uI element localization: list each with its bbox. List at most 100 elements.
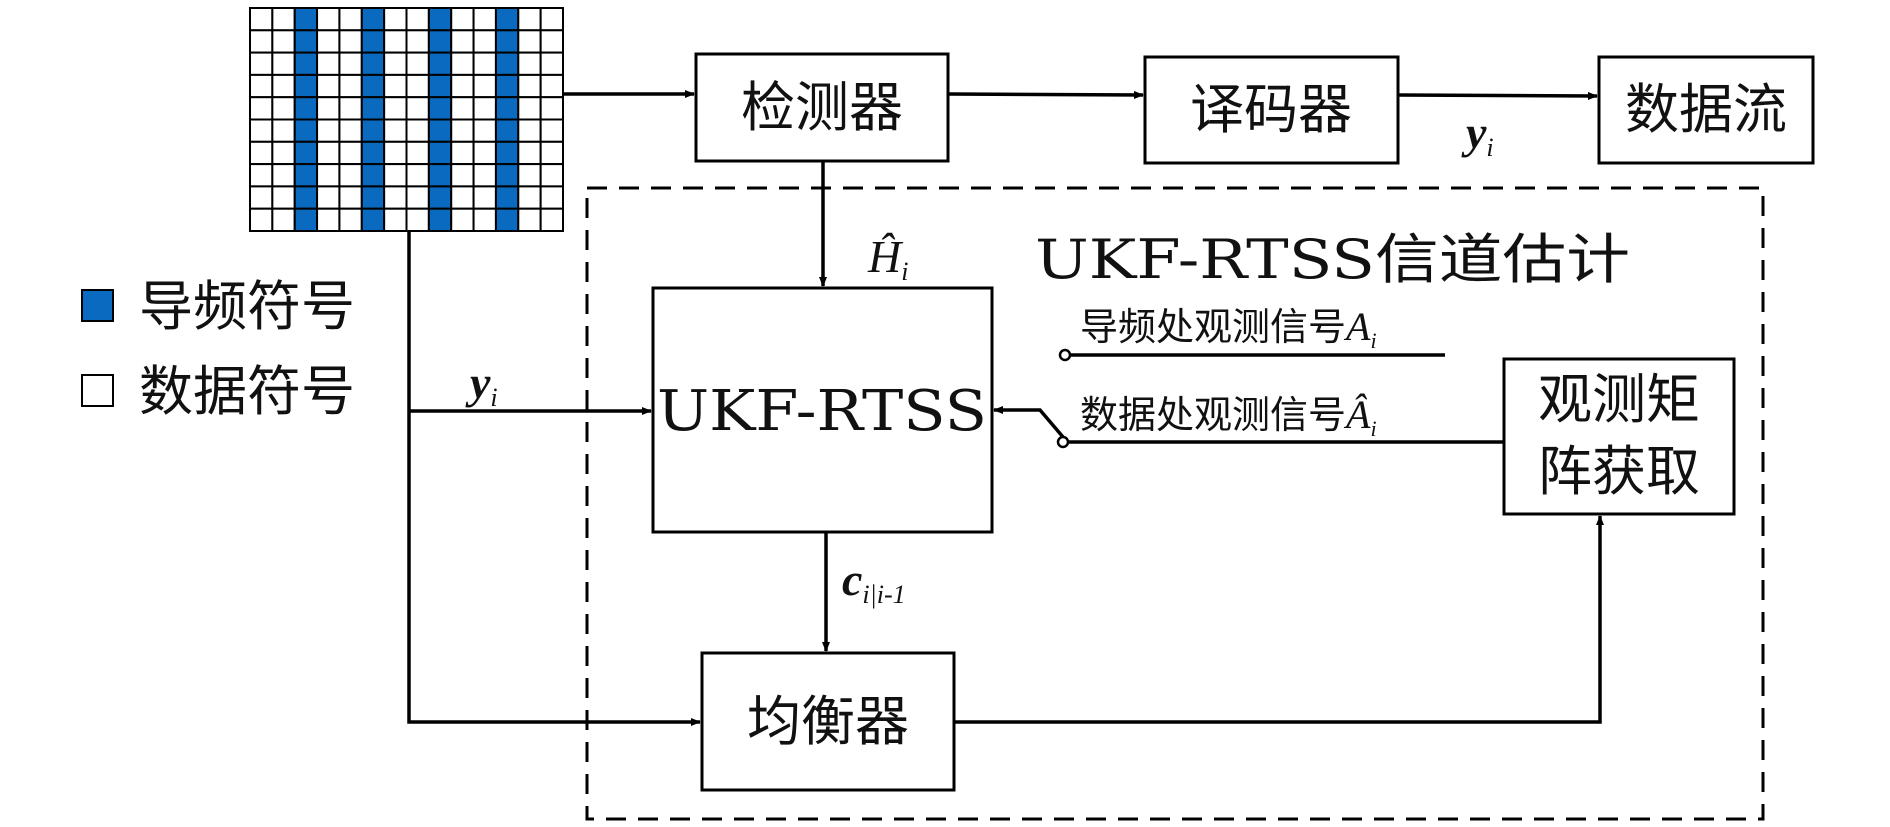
pilot-symbol-cell — [494, 96, 520, 121]
data-symbol-cell — [383, 29, 408, 54]
data-symbol-cell — [472, 140, 497, 166]
obs-matrix-box — [1502, 357, 1736, 516]
legend-data-swatch — [81, 374, 114, 407]
data-symbol-cell — [338, 118, 363, 143]
pilot-symbol-cell — [427, 207, 453, 232]
data-symbol-cell — [316, 207, 341, 232]
h-hat-label: Ĥi — [867, 231, 908, 286]
data-symbol-cell — [383, 96, 408, 121]
data-stream-label: 数据流 — [1625, 78, 1787, 141]
pilot-symbol-cell — [360, 51, 386, 76]
data-symbol-cell — [517, 118, 542, 143]
obs-matrix-label-2: 阵获取 — [1538, 440, 1700, 503]
data-stream-box — [1597, 55, 1815, 165]
pilot-symbol-cell — [360, 7, 386, 32]
data-symbol-cell — [472, 73, 497, 99]
data-symbol-cell — [271, 51, 296, 76]
data-symbol-cell — [405, 207, 430, 232]
pilot-symbol-cell — [494, 185, 520, 210]
data-symbol-cell — [338, 140, 363, 166]
data-symbol-cell — [383, 185, 408, 210]
data-symbol-cell — [338, 29, 363, 54]
detector-box — [694, 52, 950, 163]
data-symbol-cell — [517, 73, 542, 99]
switch-arm — [993, 406, 1065, 439]
data-symbol-cell — [338, 7, 363, 32]
data-symbol-cell — [450, 118, 475, 143]
data-symbol-cell — [338, 207, 363, 232]
c-label: ci|i-1 — [842, 554, 906, 609]
data-symbol-cell — [338, 185, 363, 210]
pilot-symbol-cell — [293, 7, 319, 32]
legend-data-label: 数据符号 — [139, 360, 355, 423]
data-obs-label: 数据处观测信号Âi — [1080, 392, 1377, 441]
data-symbol-cell — [539, 96, 565, 121]
data-symbol-cell — [539, 185, 565, 210]
pilot-symbol-cell — [427, 163, 453, 188]
pilot-symbol-cell — [494, 207, 520, 232]
data-symbol-cell — [249, 140, 274, 166]
data-symbol-cell — [539, 73, 565, 99]
pilot-symbol-cell — [293, 163, 319, 188]
data-symbol-cell — [539, 140, 565, 166]
pilot-symbol-cell — [494, 140, 520, 166]
data-symbol-cell — [271, 96, 296, 121]
data-symbol-cell — [271, 185, 296, 210]
data-symbol-cell — [316, 140, 341, 166]
data-symbol-cell — [316, 96, 341, 121]
data-symbol-cell — [383, 207, 408, 232]
pilot-symbol-cell — [494, 29, 520, 54]
pilot-symbol-cell — [427, 96, 453, 121]
pilot-symbol-cell — [360, 163, 386, 188]
pilot-symbol-cell — [360, 185, 386, 210]
pilot-switch-terminal — [1058, 348, 1072, 362]
data-symbol-cell — [517, 96, 542, 121]
resource-grid — [249, 7, 565, 232]
pilot-symbol-cell — [494, 118, 520, 143]
pilot-symbol-cell — [427, 7, 453, 32]
data-symbol-cell — [405, 29, 430, 54]
data-symbol-cell — [249, 29, 274, 54]
pilot-symbol-cell — [293, 185, 319, 210]
pilot-symbol-cell — [427, 51, 453, 76]
pilot-symbol-cell — [360, 73, 386, 99]
data-symbol-cell — [450, 163, 475, 188]
data-symbol-cell — [450, 140, 475, 166]
data-symbol-cell — [249, 185, 274, 210]
pilot-symbol-cell — [293, 118, 319, 143]
data-symbol-cell — [249, 7, 274, 32]
data-symbol-cell — [316, 73, 341, 99]
y-output-label: yi — [1461, 107, 1494, 162]
data-symbol-cell — [517, 51, 542, 76]
legend-pilot-swatch — [81, 289, 114, 322]
data-symbol-cell — [338, 163, 363, 188]
data-symbol-cell — [472, 185, 497, 210]
y-input-label: yi — [465, 357, 498, 412]
data-symbol-cell — [472, 118, 497, 143]
data-symbol-cell — [316, 29, 341, 54]
data-symbol-cell — [472, 29, 497, 54]
data-symbol-cell — [405, 185, 430, 210]
data-symbol-cell — [249, 96, 274, 121]
decoder-label: 译码器 — [1190, 78, 1352, 141]
legend-pilot-label: 导频符号 — [139, 275, 355, 338]
pilot-symbol-cell — [494, 73, 520, 99]
data-symbol-cell — [405, 118, 430, 143]
data-symbol-cell — [383, 73, 408, 99]
data-symbol-cell — [517, 7, 542, 32]
data-symbol-cell — [450, 51, 475, 76]
equalizer-label: 均衡器 — [747, 690, 909, 753]
data-symbol-cell — [405, 51, 430, 76]
data-symbol-cell — [383, 51, 408, 76]
data-symbol-cell — [249, 51, 274, 76]
pilot-symbol-cell — [360, 207, 386, 232]
data-symbol-cell — [271, 140, 296, 166]
data-symbol-cell — [405, 7, 430, 32]
obs-matrix-label-1: 观测矩 — [1538, 368, 1700, 431]
equalizer-box — [700, 651, 956, 792]
pilot-symbol-cell — [494, 7, 520, 32]
ukf-rtss-label: UKF-RTSS — [657, 379, 987, 444]
data-symbol-cell — [383, 118, 408, 143]
data-switch-terminal — [1056, 435, 1070, 449]
pilot-symbol-cell — [427, 29, 453, 54]
